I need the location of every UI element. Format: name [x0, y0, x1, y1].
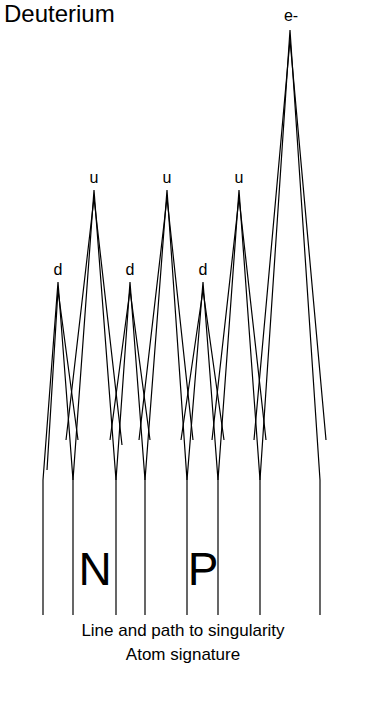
quark-peak [110, 290, 150, 440]
quark-label: d [54, 262, 63, 278]
nucleon-label: P [188, 546, 219, 592]
quark-peak [43, 282, 73, 480]
diagram-title: Deuterium [4, 2, 115, 26]
quark-peak [212, 198, 266, 440]
nucleon-label: N [78, 546, 111, 592]
quark-peak [66, 198, 122, 445]
signature-line [186, 480, 187, 615]
signature-line [319, 480, 320, 615]
quark-label: d [126, 262, 135, 278]
quark-peak [187, 282, 218, 480]
signature-line [115, 480, 116, 615]
quark-label: d [199, 262, 208, 278]
signature-line [259, 480, 260, 615]
signature-line [72, 480, 73, 615]
signature-line [144, 480, 145, 615]
signature-line [42, 480, 43, 615]
caption-line: Atom signature [126, 646, 240, 663]
electron-peak [260, 30, 320, 480]
quark-peak [116, 282, 145, 480]
quark-label: u [90, 170, 99, 186]
electron-peak [254, 40, 326, 440]
quark-peak [181, 290, 224, 440]
caption-line: Line and path to singularity [81, 622, 284, 639]
electron-label: e- [284, 8, 298, 24]
quark-label: u [163, 170, 172, 186]
quark-label: u [235, 170, 244, 186]
quark-peak [139, 198, 193, 440]
